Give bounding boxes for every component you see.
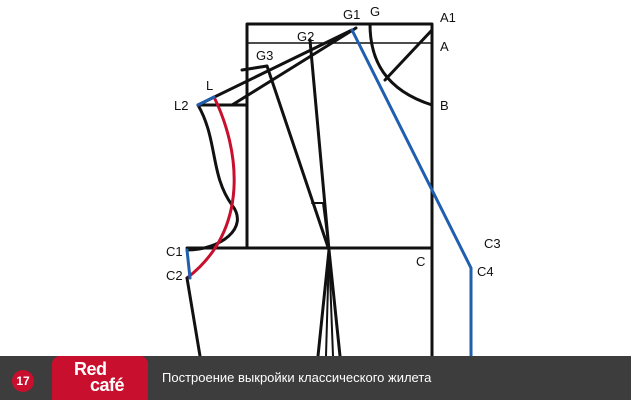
redcafe-logo: Red café	[52, 356, 148, 400]
label-G1: G1	[343, 7, 360, 22]
dart-lower-1	[316, 248, 331, 356]
blue-line-L2	[196, 95, 216, 107]
label-C3: C3	[484, 236, 501, 251]
back-shoulder-line	[230, 26, 358, 107]
label-G3: G3	[256, 48, 273, 63]
label-C2: C2	[166, 268, 183, 283]
label-A1: A1	[440, 10, 456, 25]
dart-lower-2	[327, 248, 342, 356]
neck-curve	[368, 22, 434, 107]
label-L2: L2	[174, 98, 188, 113]
footer-bar: 17 Red café Построение выкройки классиче…	[0, 356, 631, 400]
logo-line2: café	[90, 375, 125, 395]
dart-g2-left	[308, 38, 331, 252]
vest-pattern-drawing: G1 G A1 G2 A G3 L L2 B C3 C1 C C4 C2	[166, 4, 501, 356]
frame-rectangle	[245, 22, 434, 356]
armhole-curve	[185, 103, 239, 252]
dart-g3-left	[265, 64, 331, 252]
label-L: L	[206, 78, 213, 93]
dart-g3-top	[240, 64, 269, 72]
logo-line1: Red	[74, 359, 107, 379]
dart-lower-3	[325, 249, 330, 356]
dart-lower-4	[328, 249, 334, 356]
blue-line-C1-C2	[185, 248, 192, 280]
label-B: B	[440, 98, 449, 113]
side-seam	[185, 276, 202, 356]
slide-number-badge: 17	[12, 370, 34, 392]
label-C1: C1	[166, 244, 183, 259]
label-C4: C4	[477, 264, 494, 279]
shoulder-line	[196, 28, 354, 107]
neck-diagonal	[383, 28, 434, 82]
blue-line-G1-C3	[350, 28, 473, 356]
dart-small	[311, 202, 330, 251]
label-C: C	[416, 254, 425, 269]
slide-caption: Построение выкройки классического жилета	[162, 370, 432, 385]
armhole-red-curve	[185, 95, 236, 280]
label-G2: G2	[297, 29, 314, 44]
label-A: A	[440, 39, 449, 54]
label-G: G	[370, 4, 380, 19]
